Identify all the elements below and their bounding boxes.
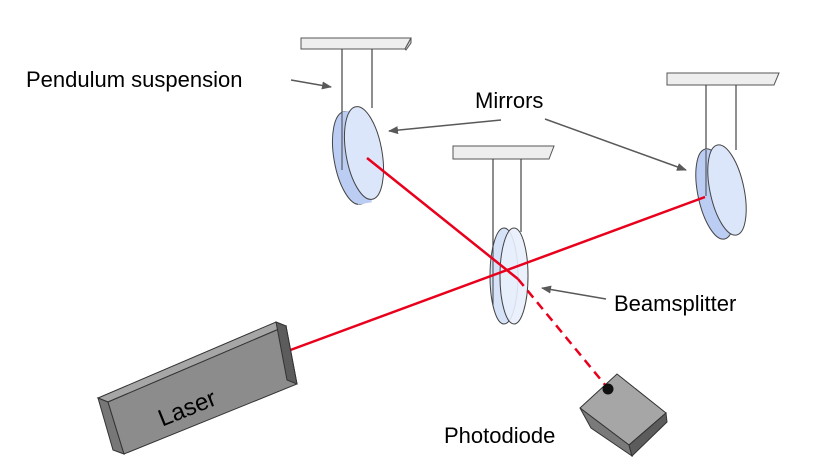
laser-end-face xyxy=(275,321,298,385)
left-mirror xyxy=(331,106,385,205)
center-pendulum xyxy=(452,145,555,325)
left-pendulum xyxy=(300,37,412,205)
beam-to-left-mirror xyxy=(366,157,519,280)
photodiode-label: Photodiode xyxy=(444,423,555,448)
beamsplitter-label: Beamsplitter xyxy=(614,291,736,316)
arrow-mirrors-left xyxy=(388,119,502,135)
right-mirror xyxy=(695,144,747,240)
annotation-arrows xyxy=(290,79,687,300)
right-support-bar xyxy=(666,72,780,86)
photodiode-sensor xyxy=(602,383,614,395)
right-pendulum xyxy=(666,72,780,240)
beam-input xyxy=(284,195,706,354)
photodiode-front-face xyxy=(628,411,668,457)
arrow-pendulum xyxy=(290,79,332,90)
arrow-beamsplitter xyxy=(541,285,607,300)
beamsplitter-optic xyxy=(489,227,529,325)
photodiode-box xyxy=(579,373,668,458)
pendulum-suspension-label: Pendulum suspension xyxy=(26,67,242,92)
laser-box: Laser xyxy=(96,321,298,455)
center-support-bar xyxy=(452,145,555,160)
laser-beams xyxy=(284,157,706,387)
beam-to-photodiode xyxy=(517,278,607,387)
left-support-bar xyxy=(300,37,412,51)
arrow-mirrors-right xyxy=(544,118,687,171)
mirrors-label: Mirrors xyxy=(475,88,543,113)
